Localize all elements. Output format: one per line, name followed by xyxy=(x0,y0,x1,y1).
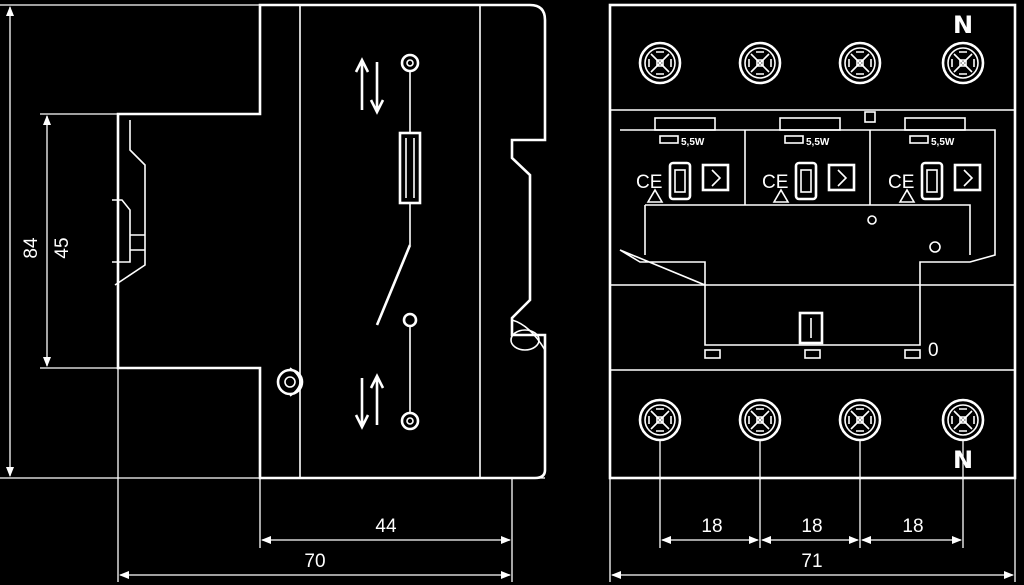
dimension-pitch: 18 xyxy=(701,516,722,537)
dimension-depth-front: 44 xyxy=(375,516,397,537)
ce-mark: CE xyxy=(636,172,662,193)
fuse-power-label: 5,5W xyxy=(806,137,830,148)
din-rail-clip xyxy=(112,199,145,263)
position-indicator: 0 xyxy=(928,340,939,361)
terminal-screw-icon xyxy=(738,398,782,442)
ce-mark: CE xyxy=(888,172,914,193)
front-view: N N 5,5W 5,5W 5,5W CE CE CE xyxy=(608,3,1017,480)
switch-direction-arrows-icon xyxy=(354,373,385,430)
dimension-depth-total: 70 xyxy=(304,551,325,572)
dimension-width-total: 71 xyxy=(801,551,822,572)
fuse-symbol-icon xyxy=(668,161,730,201)
dimension-labels: 84 45 44 70 18 18 18 71 xyxy=(21,237,924,572)
dimension-pitch: 18 xyxy=(902,516,923,537)
fuse-power-label: 5,5W xyxy=(681,137,705,148)
side-view-outline xyxy=(116,3,547,480)
fuse-symbol-icon xyxy=(920,161,982,201)
contact-schematic xyxy=(375,53,422,431)
side-view xyxy=(112,3,547,480)
switch-handle xyxy=(798,311,824,345)
dimension-lines xyxy=(0,4,1016,582)
front-view-outline xyxy=(608,3,1017,480)
ce-mark: CE xyxy=(762,172,788,193)
pivot-screw-icon xyxy=(276,367,304,397)
neutral-label-top: N xyxy=(953,11,973,39)
terminal-screw-icon xyxy=(638,41,682,85)
fuse-power-label: 5,5W xyxy=(931,137,955,148)
dimension-overall-height: 84 xyxy=(21,237,42,259)
dimension-inner-height: 45 xyxy=(52,237,73,258)
terminal-screw-icon xyxy=(941,398,985,442)
terminal-screw-icon xyxy=(838,41,882,85)
terminal-screw-icon xyxy=(941,41,985,85)
terminal-screw-icon xyxy=(838,398,882,442)
switch-direction-arrows-icon xyxy=(354,57,385,115)
dimension-pitch: 18 xyxy=(801,516,822,537)
terminal-screw-icon xyxy=(738,41,782,85)
fuse-symbol-icon xyxy=(794,161,856,201)
terminal-screw-icon xyxy=(638,398,682,442)
